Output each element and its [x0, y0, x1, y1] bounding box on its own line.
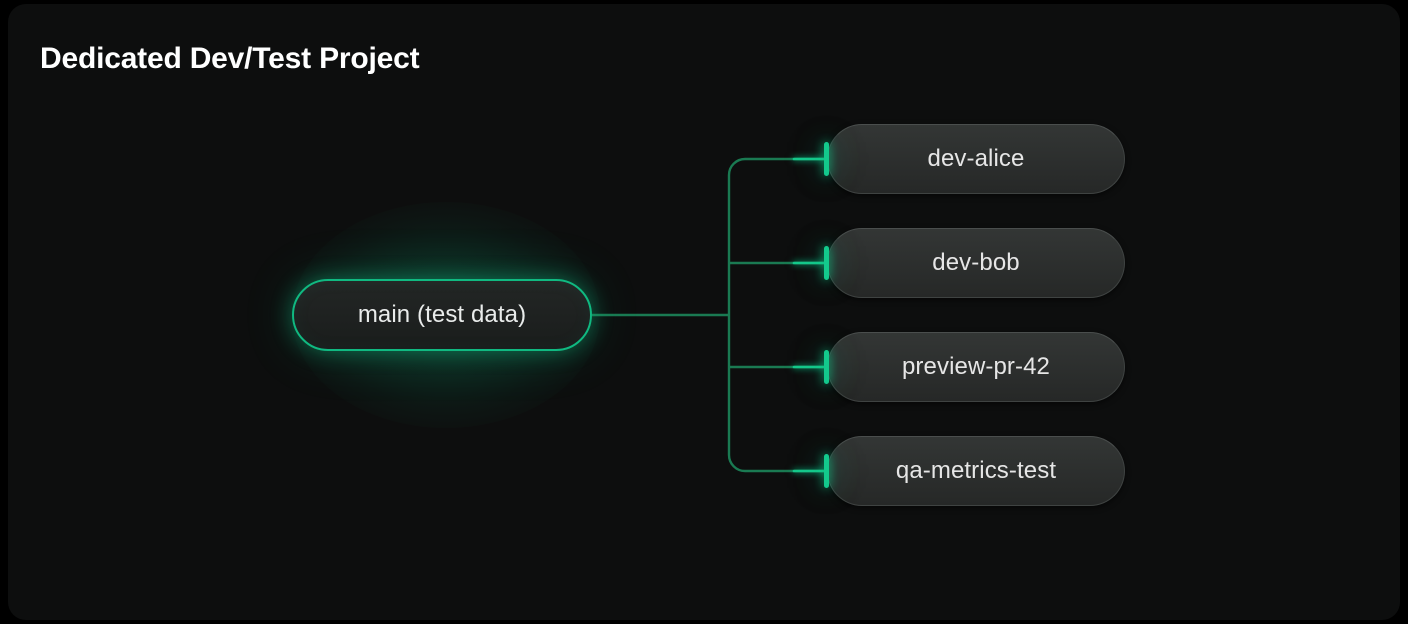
- node-main-test-data[interactable]: main (test data): [292, 279, 592, 351]
- node-label: main (test data): [357, 301, 527, 328]
- node-dev-alice[interactable]: dev-alice: [827, 124, 1125, 194]
- tree-diagram: main (test data) dev-alice dev-bob previ…: [8, 4, 1400, 620]
- page-title: Dedicated Dev/Test Project: [40, 42, 420, 75]
- node-preview-pr-42[interactable]: preview-pr-42: [827, 332, 1125, 402]
- node-label: dev-bob: [932, 249, 1020, 276]
- node-label: qa-metrics-test: [895, 457, 1057, 484]
- edge-connectors: [592, 157, 828, 473]
- node-qa-metrics-test[interactable]: qa-metrics-test: [827, 436, 1125, 506]
- node-label: dev-alice: [927, 145, 1025, 172]
- node-dev-bob[interactable]: dev-bob: [827, 228, 1125, 298]
- edge-branch-3: [727, 454, 824, 473]
- edge-branch-0: [727, 157, 824, 176]
- diagram-card: Dedicated Dev/Test Project: [8, 4, 1400, 620]
- node-label: preview-pr-42: [901, 353, 1051, 380]
